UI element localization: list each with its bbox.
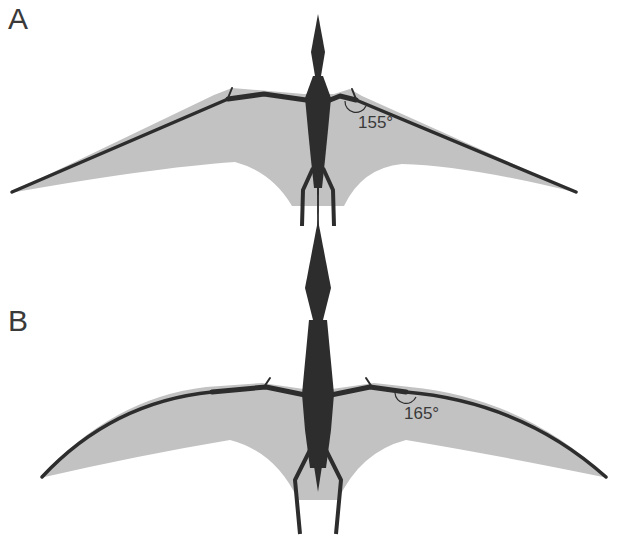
torso (305, 76, 331, 188)
torso (302, 320, 334, 468)
panel-letter: A (8, 4, 28, 34)
body (305, 14, 331, 356)
tail (314, 466, 322, 492)
leg (302, 168, 313, 226)
angle-arc (395, 393, 416, 403)
wing-finger (42, 392, 212, 477)
leg (325, 448, 341, 534)
pteroid-bone (366, 378, 372, 387)
pteroid-bone (264, 378, 270, 387)
angle-value: 155° (358, 114, 393, 131)
pteroid-bone (228, 88, 232, 98)
wing-bones (12, 88, 576, 192)
wing-membrane (10, 88, 578, 206)
arm-bone (212, 387, 305, 395)
arm-bone (228, 94, 306, 100)
leg (295, 448, 311, 534)
head (311, 14, 325, 76)
pterosaur-b (40, 220, 608, 534)
pteroid-bone (352, 89, 356, 99)
leg (323, 168, 334, 226)
body (302, 220, 334, 492)
angle-value: 165° (404, 405, 439, 422)
head (305, 220, 331, 320)
angle-arc (345, 101, 366, 112)
arm-bone (330, 96, 356, 100)
legs (302, 168, 334, 226)
panel-letter: B (8, 306, 28, 336)
pterosaur-a (10, 14, 578, 356)
legs (295, 448, 341, 534)
wing-finger (356, 100, 576, 192)
wing-finger (12, 99, 228, 192)
